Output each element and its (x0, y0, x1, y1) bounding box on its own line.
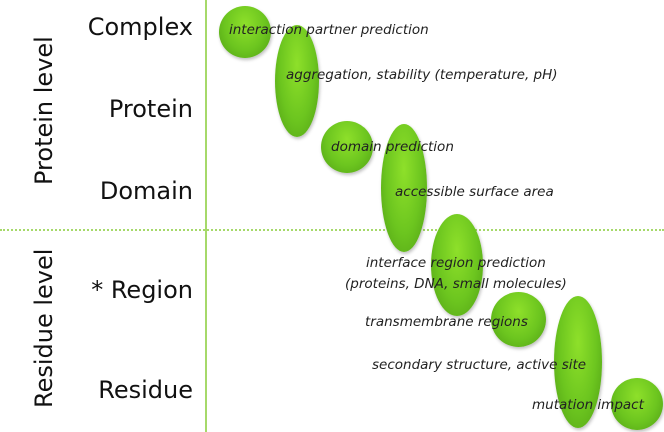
blob-secondary-structure (554, 296, 602, 428)
blob-mutation-impact (611, 378, 663, 430)
vertical-divider (205, 0, 207, 432)
task-domain-prediction: domain prediction (331, 139, 454, 155)
task-secondary-structure: secondary structure, active site (372, 357, 587, 373)
level-label-protein: Protein (108, 95, 193, 123)
task-interface-region-line1: interface region prediction (366, 255, 546, 271)
blob-interface-region (431, 214, 483, 316)
task-aggregation: aggregation, stability (temperature, pH) (286, 67, 558, 83)
task-interaction-partner: interaction partner prediction (229, 22, 429, 38)
blob-domain-prediction (321, 121, 373, 173)
blob-accessible-surface (381, 124, 427, 252)
blob-transmembrane (491, 292, 546, 347)
blob-interaction-partner (219, 6, 271, 58)
level-label-complex: Complex (87, 13, 193, 41)
group-label-residue-level: Residue level (30, 248, 58, 408)
level-label-residue: Residue (98, 376, 193, 404)
task-accessible-surface: accessible surface area (395, 184, 554, 200)
blob-aggregation (275, 25, 319, 137)
level-label-domain: Domain (99, 177, 193, 205)
task-mutation-impact: mutation impact (532, 397, 644, 413)
level-label-region: * Region (91, 276, 193, 304)
task-transmembrane: transmembrane regions (365, 314, 528, 330)
task-interface-region-line2: (proteins, DNA, small molecules) (345, 276, 567, 292)
group-label-protein-level: Protein level (30, 36, 58, 185)
level-separator (0, 229, 664, 231)
